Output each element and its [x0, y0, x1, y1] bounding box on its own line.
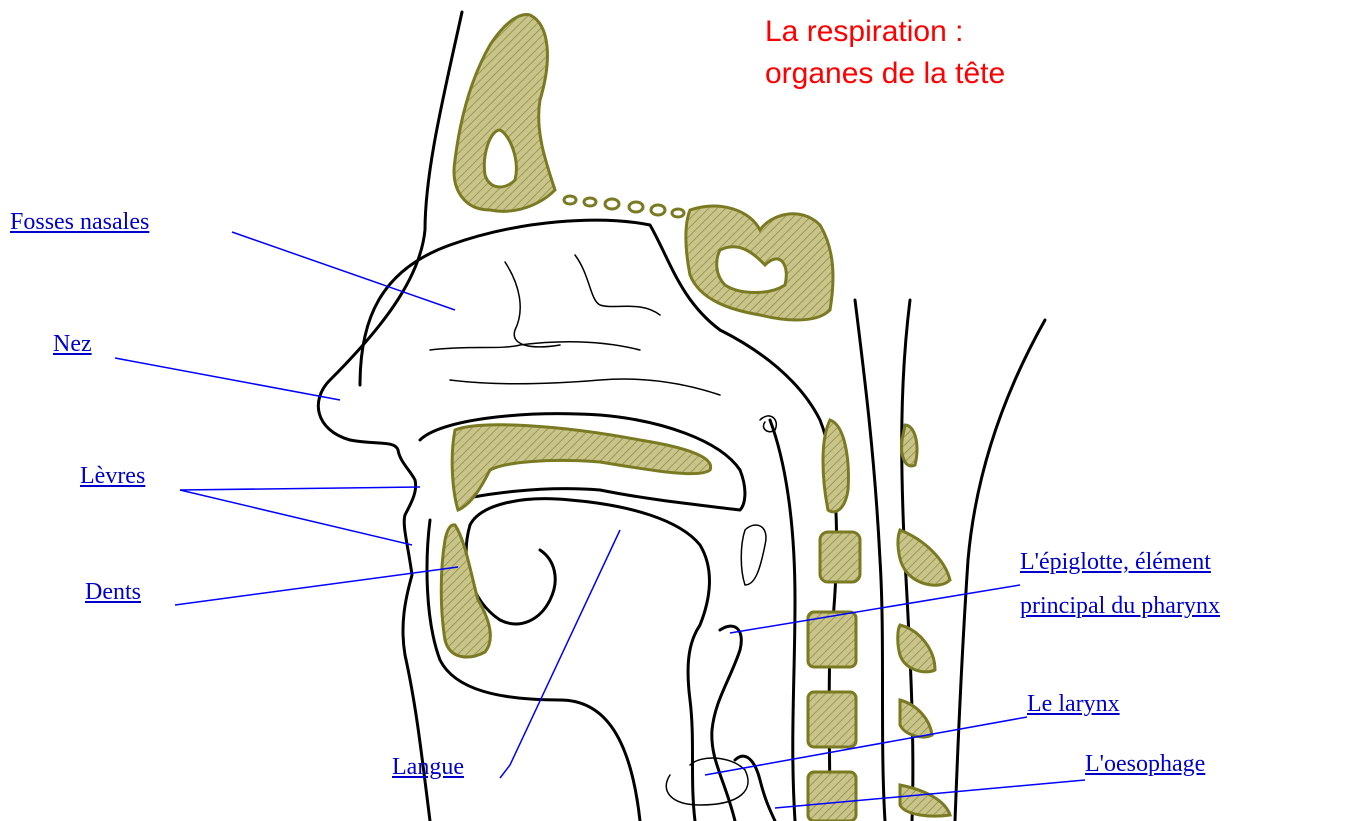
leader-dents: [175, 567, 458, 605]
label-epiglotte-line-2[interactable]: principal du pharynx: [1020, 592, 1220, 620]
diagram-title-line-2: organes de la tête: [765, 56, 1005, 92]
leader-epiglotte: [730, 585, 1020, 633]
leader-nez: [115, 358, 340, 400]
leader-larynx: [705, 717, 1027, 775]
face-profile-outline: [318, 12, 462, 821]
diagram-title-line-1: La respiration :: [765, 14, 963, 50]
turbinate-2: [575, 255, 660, 315]
larynx-outline: [666, 758, 748, 805]
leader-levres-2: [180, 490, 412, 545]
palate-bone: [452, 425, 710, 510]
soft-palate-mark: [741, 525, 766, 585]
label-nez[interactable]: Nez: [53, 330, 92, 358]
label-epiglotte-line-1[interactable]: L'épiglotte, élément: [1020, 548, 1211, 576]
label-langue[interactable]: Langue: [392, 753, 464, 781]
leader-lines: [115, 232, 1085, 808]
tongue-outline: [470, 499, 709, 821]
ethmoid-dots: [564, 196, 684, 217]
label-dents[interactable]: Dents: [85, 578, 141, 606]
label-oesophage[interactable]: L'oesophage: [1085, 750, 1205, 778]
label-fosses-nasales[interactable]: Fosses nasales: [10, 208, 149, 236]
epiglottis-outline: [712, 626, 741, 821]
leader-levres-1: [180, 487, 420, 490]
label-larynx[interactable]: Le larynx: [1027, 690, 1120, 718]
leader-langue: [500, 530, 620, 778]
turbinate-4: [450, 379, 720, 395]
turbinate-1: [505, 262, 560, 347]
label-levres[interactable]: Lèvres: [80, 462, 145, 490]
turbinate-3: [430, 342, 640, 350]
